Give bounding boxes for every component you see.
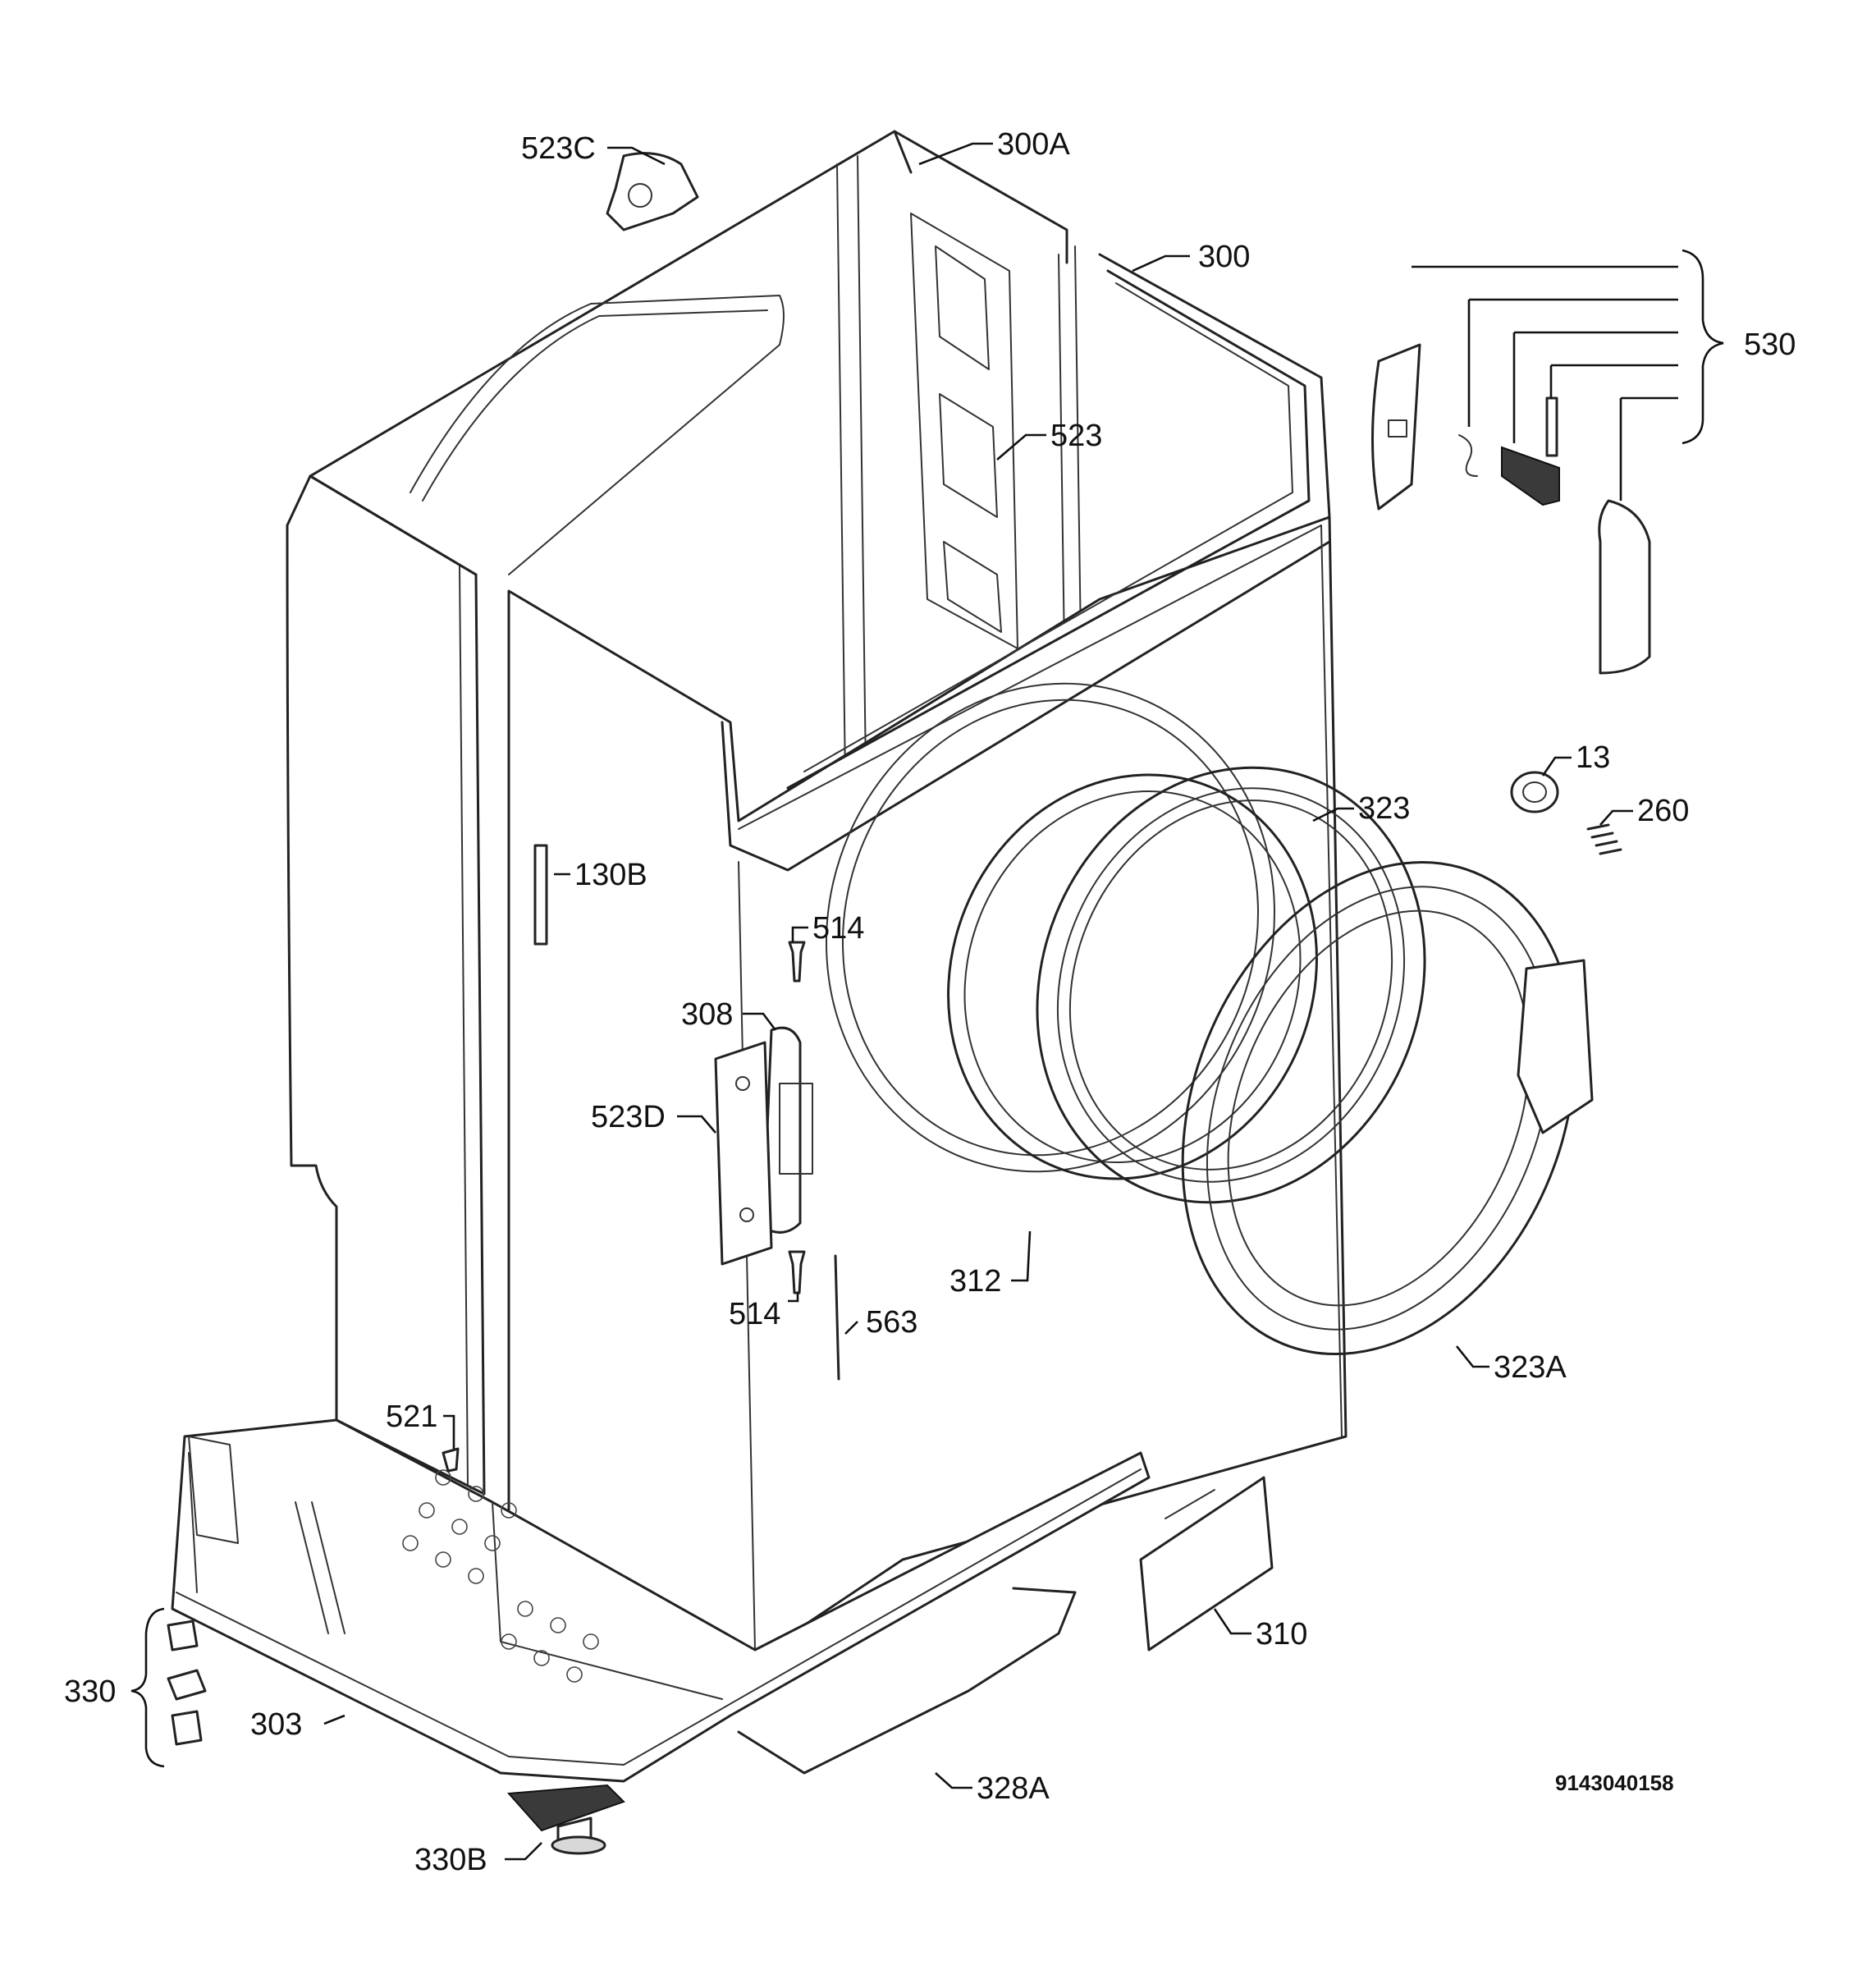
fastener-set-330 (167, 1620, 207, 1746)
callout-13: 13 (1576, 740, 1610, 775)
callout-523D: 523D (591, 1100, 666, 1134)
callout-523: 523 (1050, 419, 1102, 453)
callout-308: 308 (681, 997, 733, 1032)
callout-310: 310 (1256, 1617, 1307, 1652)
callout-labels: 523C 300A 300 530 523 13 260 323 130B 51… (64, 127, 1796, 1877)
plinth-strip-328A (737, 1587, 1077, 1775)
callout-330B: 330B (414, 1843, 487, 1877)
rod-563 (834, 1254, 840, 1381)
base-frame (171, 1418, 1151, 1783)
callout-300A: 300A (997, 127, 1070, 162)
callout-330: 330 (64, 1674, 116, 1709)
screw-514-top (788, 941, 806, 983)
callout-312: 312 (949, 1264, 1001, 1299)
cabinet-front-panel (507, 253, 1348, 1660)
spring-260 (1586, 823, 1622, 855)
cabinet-side-panel (286, 130, 1068, 1496)
hinge-plate-523D (714, 1041, 773, 1266)
service-cover-310 (1139, 1476, 1274, 1652)
frame-bracket-523 (910, 213, 1018, 649)
clip-part-523C (606, 152, 699, 231)
callout-130B: 130B (574, 858, 647, 892)
adjustable-foot-330B (506, 1784, 625, 1855)
screw-514-bottom (788, 1250, 806, 1294)
callout-328A: 328A (977, 1771, 1050, 1806)
door-lock-assembly-530 (1371, 343, 1651, 675)
callout-521: 521 (386, 1400, 437, 1434)
document-number: 9143040158 (1555, 1771, 1674, 1795)
callout-514-bottom: 514 (729, 1297, 780, 1331)
door-inner-ring-323 (1036, 766, 1426, 1204)
callout-323: 323 (1358, 791, 1410, 826)
screw-521 (442, 1447, 460, 1473)
door-seal-ring-312 (947, 773, 1318, 1180)
callout-260: 260 (1637, 794, 1689, 828)
callout-523C: 523C (521, 131, 596, 166)
callout-323A: 323A (1494, 1350, 1567, 1385)
door-outer-ring-323A (1181, 860, 1594, 1356)
callout-530: 530 (1744, 328, 1796, 362)
strip-130B (533, 844, 548, 946)
callout-303: 303 (250, 1707, 302, 1742)
bushing-13 (1510, 771, 1559, 813)
callout-leaders (130, 142, 1724, 1861)
callout-514-top: 514 (812, 911, 864, 946)
callout-300: 300 (1198, 240, 1250, 274)
callout-563: 563 (866, 1305, 917, 1340)
